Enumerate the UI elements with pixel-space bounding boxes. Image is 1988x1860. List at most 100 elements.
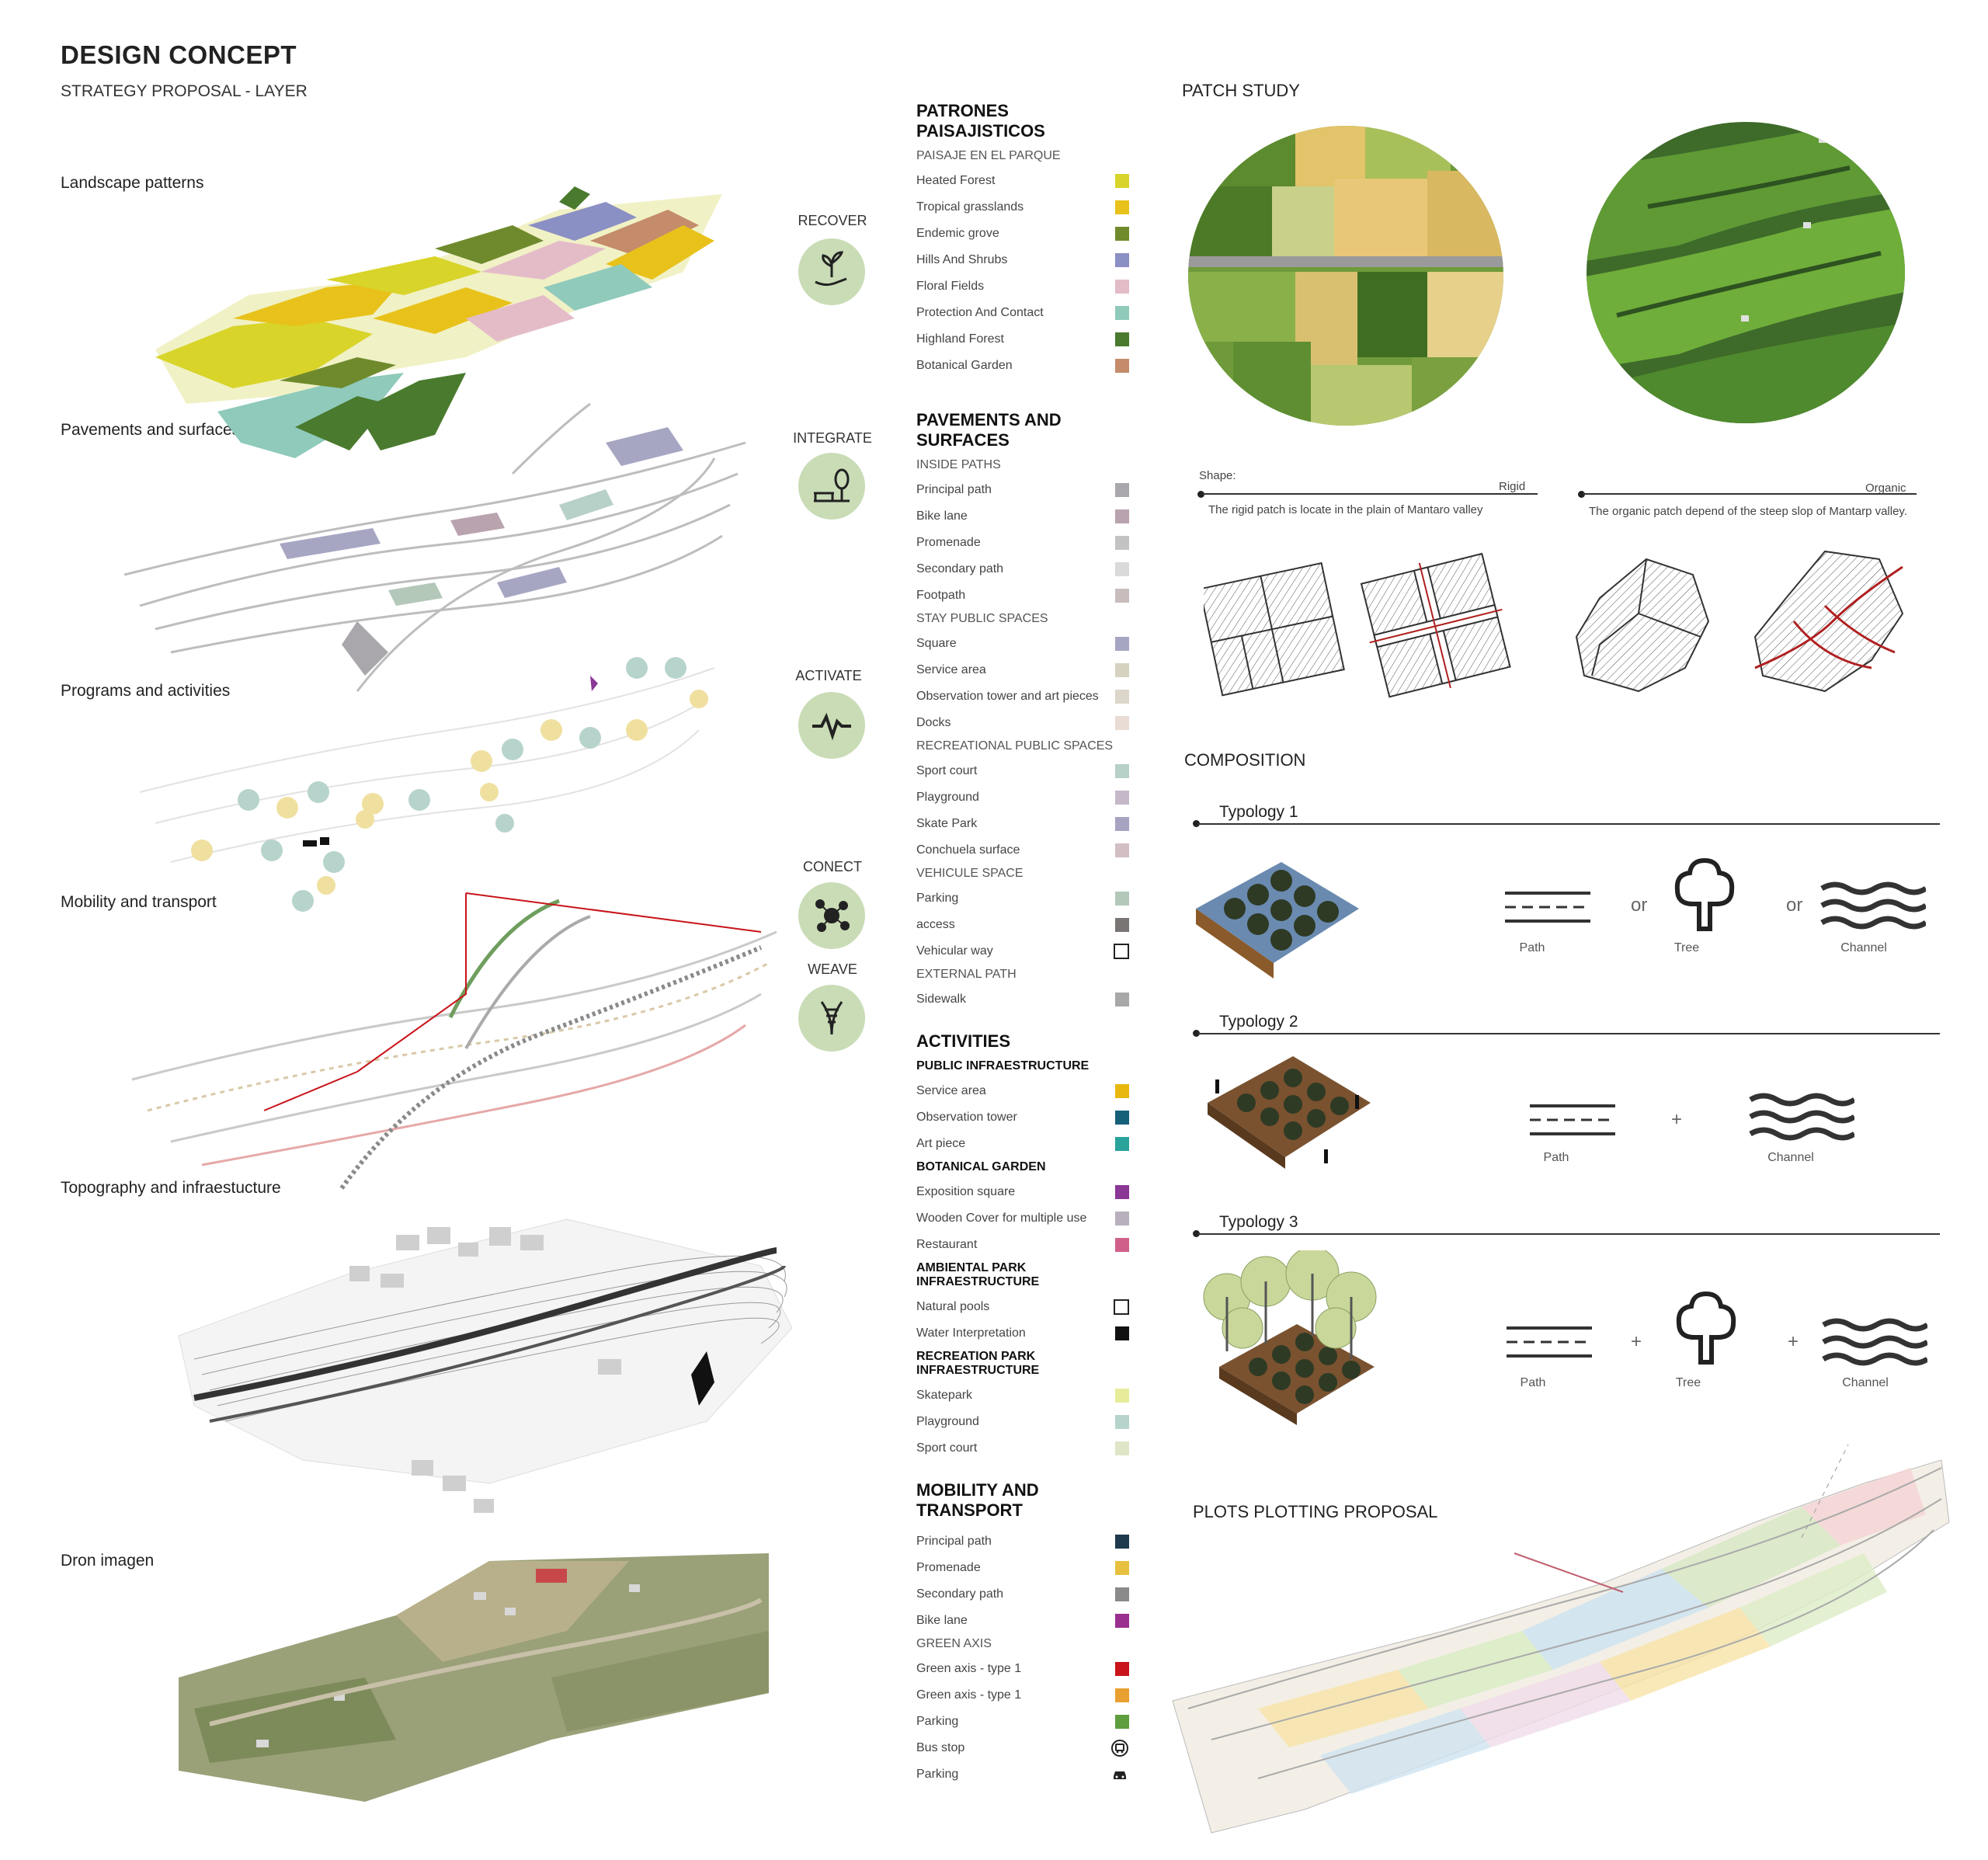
- plots-title: PLOTS PLOTTING PROPOSAL: [1193, 1502, 1438, 1521]
- legend-swatch: [1115, 1389, 1129, 1403]
- legend-item-label: Art piece: [916, 1137, 966, 1150]
- legend-panel: PATRONES PAISAJISTICOS PAISAJE EN EL PAR…: [916, 101, 1134, 1788]
- legend-item-label: Highland Forest: [916, 332, 1004, 346]
- mobility-layer: [131, 892, 777, 1190]
- legend-item-mobility-secondary-path: Secondary path: [916, 1581, 1134, 1608]
- legend-item-activities-observation-tower: Observation tower: [916, 1104, 1134, 1131]
- legend-item-pavements-sidewalk: Sidewalk: [916, 986, 1134, 1013]
- typology-3-label: Typology 3: [1219, 1213, 1298, 1231]
- legend-item-pavements-access: access: [916, 912, 1134, 938]
- strategy-label-integrate: INTEGRATE: [793, 430, 872, 446]
- typology-3-channel-caption: Channel: [1842, 1376, 1889, 1389]
- legend-title-pavements: PAVEMENTS AND SURFACES: [916, 410, 1062, 450]
- legend-swatch: [1115, 663, 1129, 677]
- landscape-patterns-layer: [155, 186, 722, 458]
- legend-subtitle-ambiental-park-infraestructure: AMBIENTAL PARK INFRAESTRUCTURE: [916, 1261, 1040, 1288]
- legend-swatch: [1115, 280, 1129, 294]
- legend-item-label: Bike lane: [916, 509, 968, 523]
- legend-item-label: Skate Park: [916, 817, 978, 830]
- legend-item-label: Botanical Garden: [916, 359, 1013, 372]
- legend-item-pavements-promenade: Promenade: [916, 530, 1134, 556]
- rigid-description: The rigid patch is locate in the plain o…: [1208, 503, 1483, 516]
- legend-item-label: Parking: [916, 1715, 959, 1728]
- legend-title-mobility: MOBILITY AND TRANSPORT: [916, 1480, 1039, 1520]
- legend-swatch: [1115, 892, 1129, 906]
- typology-1-operator-1: or: [1631, 895, 1648, 916]
- legend-item-label: Sport court: [916, 764, 978, 777]
- legend-subtitle-recreational-public-spaces: RECREATIONAL PUBLIC SPACES: [916, 739, 1114, 753]
- typology-2-label: Typology 2: [1219, 1013, 1298, 1031]
- legend-title-landscape: PATRONES PAISAJISTICOS: [916, 101, 1045, 141]
- legend-item-green-axis-parking: Parking: [916, 1761, 1134, 1788]
- legend-swatch: [1115, 1535, 1129, 1549]
- legend-item-landscape-endemic-grove: Endemic grove: [916, 221, 1134, 247]
- legend-item-green-axis-green-axis-type-1: Green axis - type 1: [916, 1656, 1134, 1682]
- organic-description: The organic patch depend of the steep sl…: [1589, 505, 1907, 518]
- page-subtitle: STRATEGY PROPOSAL - LAYER: [61, 82, 308, 100]
- legend-item-label: Skatepark: [916, 1389, 973, 1402]
- legend-swatch: [1115, 1587, 1129, 1601]
- page-title: DESIGN CONCEPT: [61, 40, 297, 69]
- typology-3-path-caption: Path: [1520, 1376, 1546, 1389]
- legend-item-landscape-heated-forest: Heated Forest: [916, 168, 1134, 194]
- shape-label: Shape:: [1199, 469, 1236, 482]
- legend-item-activities-art-piece: Art piece: [916, 1131, 1134, 1157]
- legend-item-activities-service-area: Service area: [916, 1078, 1134, 1104]
- legend-subtitle-public-infraestructure: PUBLIC INFRAESTRUCTURE: [916, 1059, 1090, 1073]
- typology-3-dot: [1193, 1230, 1200, 1237]
- layer-label-mobility: Mobility and transport: [61, 893, 217, 911]
- legend-item-label: Green axis - type 1: [916, 1688, 1022, 1702]
- topography-layer: [178, 1219, 793, 1513]
- layer-label-landscape: Landscape patterns: [61, 174, 204, 192]
- legend-item-mobility-promenade: Promenade: [916, 1555, 1134, 1581]
- legend-item-label: Playground: [916, 791, 979, 804]
- legend-swatch: [1115, 791, 1129, 805]
- legend-swatch: [1115, 637, 1129, 651]
- legend-item-label: Floral Fields: [916, 280, 985, 293]
- legend-swatch: [1115, 1185, 1129, 1199]
- legend-item-pavements-footpath: Footpath: [916, 582, 1134, 609]
- legend-item-mobility-bike-lane: Bike lane: [916, 1608, 1134, 1634]
- legend-item-label: Protection And Contact: [916, 306, 1044, 319]
- legend-item-activities-playground: Playground: [916, 1409, 1134, 1435]
- legend-swatch: [1115, 993, 1129, 1006]
- legend-item-landscape-tropical-grasslands: Tropical grasslands: [916, 194, 1134, 221]
- legend-swatch: [1115, 817, 1129, 831]
- typology-3-operator-2: +: [1788, 1331, 1799, 1352]
- legend-item-label: Principal path: [916, 1535, 992, 1548]
- plots-plotting-map: [1172, 1444, 1950, 1834]
- legend-swatch: [1115, 716, 1129, 730]
- legend-swatch: [1115, 174, 1129, 188]
- legend-swatch: [1115, 1662, 1129, 1676]
- legend-swatch: [1115, 1441, 1129, 1455]
- drone-image-layer: [179, 1553, 769, 1802]
- legend-item-label: Bike lane: [916, 1614, 968, 1627]
- legend-subtitle-vehicule-space: VEHICULE SPACE: [916, 867, 1024, 880]
- typology-1-line: [1197, 823, 1940, 825]
- legend-swatch: [1115, 562, 1129, 576]
- typology-3-channel-icon: [1822, 1318, 1927, 1366]
- legend-item-pavements-sport-court: Sport court: [916, 758, 1134, 784]
- legend-item-pavements-vehicular-way: Vehicular way: [916, 938, 1134, 965]
- rigid-label: Rigid: [1499, 480, 1526, 493]
- legend-subtitle-recreation-park-infraestructure: RECREATION PARK INFRAESTRUCTURE: [916, 1350, 1040, 1377]
- legend-swatch: [1115, 1212, 1129, 1226]
- legend-item-label: Wooden Cover for multiple use: [916, 1212, 1087, 1225]
- weave-icon: [798, 985, 865, 1052]
- typology-1-plot-illustration: [1196, 862, 1359, 979]
- legend-swatch: [1115, 1084, 1129, 1098]
- legend-swatch: [1115, 1111, 1129, 1125]
- typology-2-channel-caption: Channel: [1767, 1151, 1814, 1164]
- legend-item-label: Tropical grasslands: [916, 200, 1024, 214]
- typology-2-path-caption: Path: [1543, 1151, 1569, 1164]
- strategy-label-weave: WEAVE: [808, 961, 857, 977]
- legend-item-label: Restaurant: [916, 1238, 978, 1251]
- typology-1-tree-icon: [1674, 857, 1735, 931]
- legend-item-activities-skatepark: Skatepark: [916, 1382, 1134, 1409]
- typology-3-tree-caption: Tree: [1675, 1376, 1701, 1389]
- legend-item-label: Natural pools: [916, 1300, 990, 1313]
- legend-item-green-axis-bus-stop: Bus stop: [916, 1735, 1134, 1761]
- patch-shape-diagrams: [1204, 550, 1904, 698]
- typology-3-tree-icon: [1676, 1291, 1736, 1365]
- typology-3-plot-illustration: [1203, 1250, 1377, 1425]
